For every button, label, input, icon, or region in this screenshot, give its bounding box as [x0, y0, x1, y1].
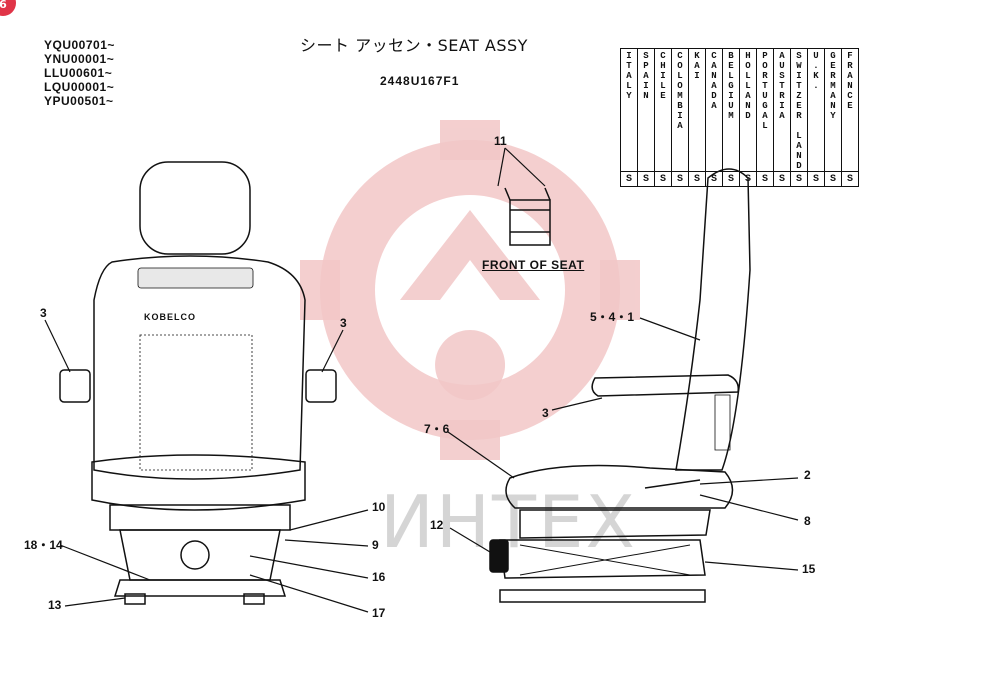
seat-rear-view [59, 161, 337, 605]
front-of-seat-detail [504, 187, 551, 246]
callout-18-14: 18・14 [24, 538, 63, 552]
country-cell: C O L O M B I A [671, 48, 689, 172]
callout-16: 16 [372, 570, 386, 584]
country-mark: S [773, 171, 791, 187]
callout-12: 12 [430, 518, 444, 532]
serial-number: LQU00001~ [44, 80, 115, 94]
country-mark: S [722, 171, 740, 187]
country-mark: S [688, 171, 706, 187]
serial-number: YNU00001~ [44, 52, 115, 66]
front-of-seat-label: FRONT OF SEAT [482, 258, 585, 272]
country-mark: S [790, 171, 808, 187]
callout-17: 17 [372, 606, 386, 620]
country-cell: C A N A D A [705, 48, 723, 172]
country-mark: S [671, 171, 689, 187]
country-cell: C H I L E [654, 48, 672, 172]
country-name-row: I T A L Y S P A I N C H I L E C O L O M … [620, 48, 859, 172]
country-mark: S [824, 171, 842, 187]
country-cell: I T A L Y [620, 48, 638, 172]
country-mark: S [654, 171, 672, 187]
serial-number: LLU00601~ [44, 66, 113, 80]
callout-11: 11 [494, 134, 507, 148]
country-mark: S [637, 171, 655, 187]
country-cell: K A I [688, 48, 706, 172]
callout-7-6: 7・6 [424, 422, 450, 436]
country-mark: S [620, 171, 638, 187]
country-cell: B E L G I U M [722, 48, 740, 172]
callout-15: 15 [802, 562, 816, 576]
callout-5-4-1: 5・4・1 [590, 310, 635, 324]
callout-3-side: 3 [542, 406, 549, 420]
country-cell: G E R M A N Y [824, 48, 842, 172]
page-badge: 6 [0, 0, 16, 16]
country-cell: S P A I N [637, 48, 655, 172]
page-title: シート アッセン・SEAT ASSY [300, 36, 528, 55]
country-cell: P O R T U G A L [756, 48, 774, 172]
country-mark-row: S S S S S S S S S S S S S S [620, 171, 859, 187]
callout-9: 9 [372, 538, 379, 552]
callout-3-right: 3 [340, 316, 347, 330]
serial-number-list: YQU00701~ YNU00001~ LLU00601~ LQU00001~ … [44, 38, 115, 108]
leader-lines [44, 147, 799, 613]
callout-8: 8 [804, 514, 811, 528]
part-number: 2448U167F1 [380, 74, 460, 88]
callout-10: 10 [372, 500, 386, 514]
country-mark: S [841, 171, 859, 187]
country-table: I T A L Y S P A I N C H I L E C O L O M … [620, 48, 859, 187]
serial-number: YQU00701~ [44, 38, 115, 52]
seat-side-view [489, 168, 751, 603]
callout-3-left: 3 [40, 306, 47, 320]
country-mark: S [739, 171, 757, 187]
country-mark: S [807, 171, 825, 187]
callout-13: 13 [48, 598, 62, 612]
callout-2: 2 [804, 468, 811, 482]
serial-number: YPU00501~ [44, 94, 114, 108]
country-cell: H O L L A N D [739, 48, 757, 172]
country-cell: U . K . [807, 48, 825, 172]
seat-brand-label: KOBELCO [144, 312, 196, 322]
country-cell: S W I T Z E R L A N D [790, 48, 808, 172]
country-mark: S [705, 171, 723, 187]
country-cell: A U S T R I A [773, 48, 791, 172]
country-cell: F R A N C E [841, 48, 859, 172]
country-mark: S [756, 171, 774, 187]
